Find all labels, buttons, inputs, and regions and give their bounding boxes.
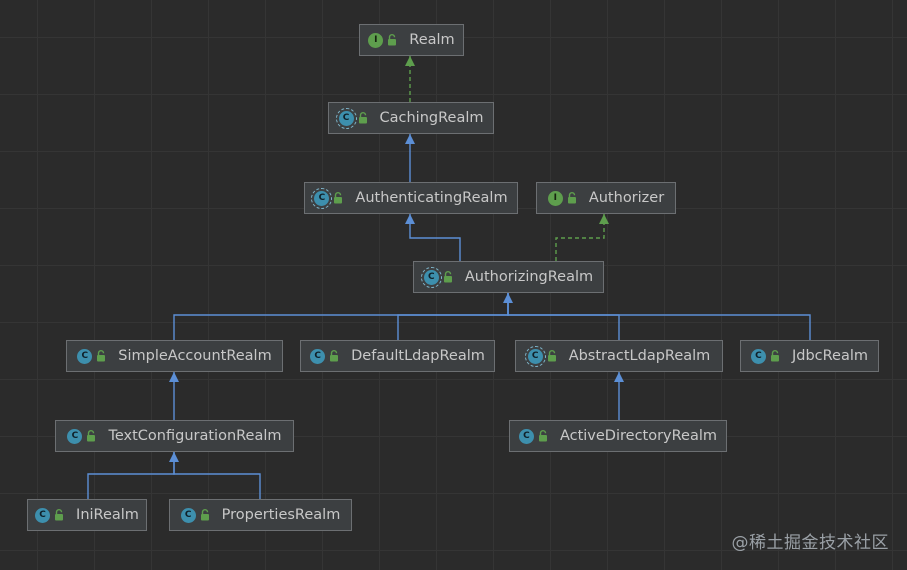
class-node-simpleAccount[interactable]: C SimpleAccountRealm <box>66 340 283 372</box>
public-visibility-icon <box>54 509 64 521</box>
edge-authorizing-implements-authorizer <box>555 214 605 261</box>
edge-properties-extends-textConfig <box>173 452 261 499</box>
class-node-authorizing[interactable]: C AuthorizingRealm <box>413 261 604 293</box>
abstract-class-icon: C <box>524 345 546 367</box>
class-node-label: AuthorizingRealm <box>464 269 594 285</box>
public-visibility-icon <box>538 430 548 442</box>
class-node-caching[interactable]: C CachingRealm <box>328 102 494 134</box>
interface-icon: I <box>368 32 384 48</box>
arrowhead-extends <box>405 214 415 224</box>
class-node-label: IniRealm <box>76 507 139 523</box>
abstract-class-icon: C <box>311 187 333 209</box>
class-icon: C <box>310 348 326 364</box>
edge-jdbc-extends-authorizing <box>507 293 811 340</box>
public-visibility-icon <box>387 34 397 46</box>
arrowhead-implements <box>599 214 609 224</box>
arrowhead-extends <box>614 372 624 382</box>
class-icon: C <box>750 348 766 364</box>
class-node-realm[interactable]: I Realm <box>359 24 464 56</box>
class-node-label: Realm <box>409 32 455 48</box>
class-icon: C <box>35 507 51 523</box>
public-visibility-icon <box>329 350 339 362</box>
class-node-authenticating[interactable]: C AuthenticatingRealm <box>304 182 518 214</box>
class-node-label: AbstractLdapRealm <box>568 348 711 364</box>
public-visibility-icon <box>547 350 557 362</box>
public-visibility-icon <box>86 430 96 442</box>
class-icon: C <box>77 348 93 364</box>
class-node-label: PropertiesRealm <box>221 507 341 523</box>
edge-defaultLdap-extends-authorizing <box>397 293 509 340</box>
interface-icon: I <box>547 190 563 206</box>
public-visibility-icon <box>567 192 577 204</box>
class-node-label: ActiveDirectoryRealm <box>559 428 718 444</box>
class-node-label: SimpleAccountRealm <box>118 348 272 364</box>
class-node-jdbc[interactable]: C JdbcRealm <box>740 340 879 372</box>
class-node-label: TextConfigurationRealm <box>108 428 282 444</box>
arrowhead-extends <box>169 372 179 382</box>
class-node-label: Authorizer <box>588 190 665 206</box>
public-visibility-icon <box>770 350 780 362</box>
edge-abstractLdap-extends-authorizing <box>507 293 620 340</box>
public-visibility-icon <box>96 350 106 362</box>
class-node-label: DefaultLdapRealm <box>351 348 485 364</box>
abstract-class-icon: C <box>335 107 357 129</box>
class-icon: C <box>180 507 196 523</box>
arrowhead-extends <box>405 134 415 144</box>
abstract-class-icon: C <box>420 266 442 288</box>
watermark: @稀土掘金技术社区 <box>731 533 889 553</box>
edge-authorizing-extends-authenticating <box>409 214 461 261</box>
class-icon: C <box>518 428 534 444</box>
class-node-abstractLdap[interactable]: C AbstractLdapRealm <box>515 340 723 372</box>
class-node-label: AuthenticatingRealm <box>355 190 508 206</box>
public-visibility-icon <box>200 509 210 521</box>
arrowhead-implements <box>405 56 415 66</box>
class-node-properties[interactable]: C PropertiesRealm <box>169 499 352 531</box>
edge-simpleAccount-extends-authorizing <box>173 293 509 340</box>
class-node-ini[interactable]: C IniRealm <box>27 499 147 531</box>
class-node-label: CachingRealm <box>379 110 484 126</box>
edge-ini-extends-textConfig <box>87 452 175 499</box>
class-node-authorizer[interactable]: I Authorizer <box>536 182 676 214</box>
class-node-activeDirectory[interactable]: C ActiveDirectoryRealm <box>509 420 727 452</box>
public-visibility-icon <box>443 271 453 283</box>
class-node-label: JdbcRealm <box>791 348 869 364</box>
class-node-defaultLdap[interactable]: C DefaultLdapRealm <box>300 340 495 372</box>
public-visibility-icon <box>333 192 343 204</box>
class-icon: C <box>67 428 83 444</box>
public-visibility-icon <box>358 112 368 124</box>
class-node-textConfig[interactable]: C TextConfigurationRealm <box>55 420 294 452</box>
